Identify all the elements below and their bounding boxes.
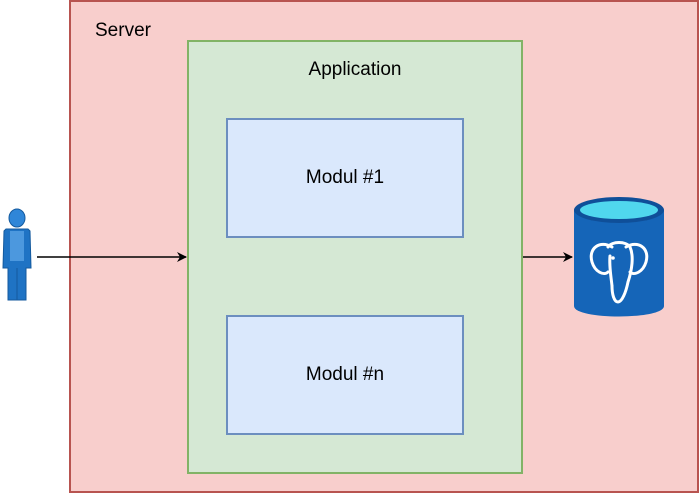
module-n-box: Modul #n — [226, 315, 464, 435]
postgresql-database-icon — [574, 197, 664, 317]
module-n-label: Modul #n — [305, 364, 385, 385]
module-1-label: Modul #1 — [305, 167, 385, 188]
server-label: Server — [95, 20, 151, 41]
application-label: Application — [308, 59, 402, 80]
module-1-box: Modul #1 — [226, 118, 464, 238]
user-icon — [2, 208, 32, 301]
